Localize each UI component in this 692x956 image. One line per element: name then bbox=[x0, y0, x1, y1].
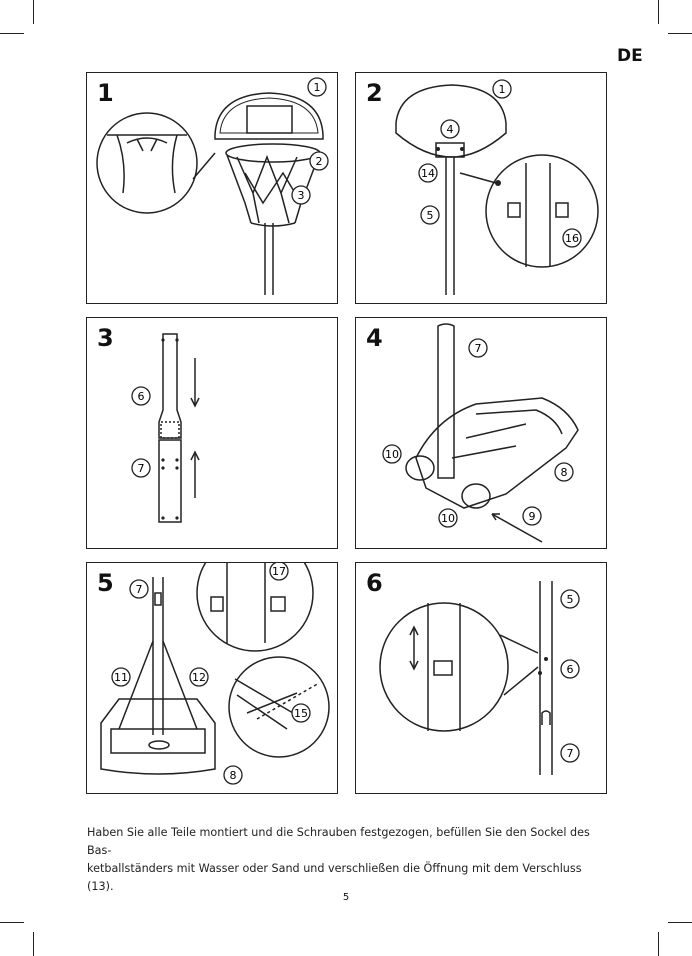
callout-5: 5 bbox=[427, 209, 434, 222]
callout-10: 10 bbox=[385, 448, 399, 461]
crop-mark bbox=[668, 922, 692, 923]
callout-2: 2 bbox=[316, 155, 323, 168]
step-3-illustration: 6 7 bbox=[131, 333, 200, 523]
crop-mark bbox=[668, 33, 692, 34]
step-number: 3 bbox=[97, 324, 114, 352]
crop-mark bbox=[0, 922, 24, 923]
callout-1: 1 bbox=[314, 81, 321, 94]
crop-mark bbox=[658, 932, 659, 956]
callout-3: 3 bbox=[298, 189, 305, 202]
callout-1: 1 bbox=[499, 83, 506, 96]
page-number: 5 bbox=[342, 892, 350, 903]
crop-mark bbox=[33, 0, 34, 24]
callout-14: 14 bbox=[421, 167, 435, 180]
crop-mark bbox=[0, 33, 24, 34]
step-5-illustration: 7 17 11 12 15 8 bbox=[100, 563, 330, 785]
instruction-caption: Haben Sie alle Teile montiert und die Sc… bbox=[87, 824, 607, 896]
step-panel-3: 3 6 7 bbox=[86, 317, 338, 549]
callout-11: 11 bbox=[114, 671, 128, 684]
crop-mark bbox=[658, 0, 659, 24]
step-number: 4 bbox=[366, 324, 383, 352]
callout-5: 5 bbox=[567, 593, 574, 606]
step-number: 1 bbox=[97, 79, 114, 107]
caption-line: Haben Sie alle Teile montiert und die Sc… bbox=[87, 826, 590, 857]
step-panel-4: 4 7 10 8 10 9 bbox=[355, 317, 607, 549]
step-2-illustration: 1 4 14 5 16 bbox=[395, 79, 599, 295]
callout-7: 7 bbox=[475, 342, 482, 355]
step-4-illustration: 7 10 8 10 9 bbox=[382, 323, 579, 543]
step-1-illustration: 1 2 3 bbox=[96, 77, 329, 295]
step-panel-6: 6 5 6 7 bbox=[355, 562, 607, 794]
callout-16: 16 bbox=[565, 232, 579, 245]
callout-8: 8 bbox=[230, 769, 237, 782]
step-number: 2 bbox=[366, 79, 383, 107]
callout-7: 7 bbox=[567, 747, 574, 760]
callout-8: 8 bbox=[561, 466, 568, 479]
language-tag: DE bbox=[617, 46, 643, 66]
callout-4: 4 bbox=[447, 123, 454, 136]
caption-line: ketballständers mit Wasser oder Sand und… bbox=[87, 862, 582, 893]
step-panel-1: 1 1 2 3 bbox=[86, 72, 338, 304]
crop-mark bbox=[33, 932, 34, 956]
callout-7: 7 bbox=[138, 462, 145, 475]
callout-12: 12 bbox=[192, 671, 206, 684]
step-number: 5 bbox=[97, 569, 114, 597]
callout-7: 7 bbox=[136, 583, 143, 596]
callout-10: 10 bbox=[441, 512, 455, 525]
step-6-illustration: 5 6 7 bbox=[379, 581, 580, 775]
step-panel-5: 5 7 17 bbox=[86, 562, 338, 794]
step-panel-2: 2 1 4 14 5 16 bbox=[355, 72, 607, 304]
callout-9: 9 bbox=[529, 510, 536, 523]
callout-6: 6 bbox=[138, 390, 145, 403]
callout-6: 6 bbox=[567, 663, 574, 676]
step-number: 6 bbox=[366, 569, 383, 597]
callout-17: 17 bbox=[272, 565, 286, 578]
callout-15: 15 bbox=[294, 707, 308, 720]
